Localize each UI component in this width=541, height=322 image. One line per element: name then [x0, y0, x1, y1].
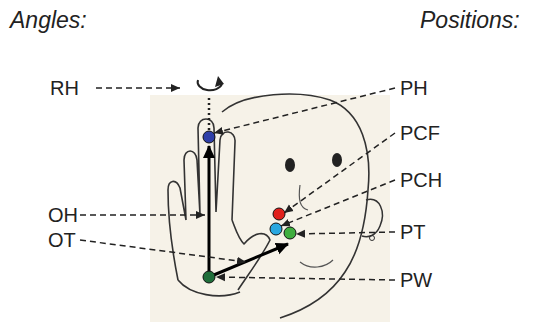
position-dot [273, 208, 285, 220]
section-heading: Positions: [420, 6, 520, 34]
leader-line [296, 232, 395, 234]
angle-label: OH [48, 203, 78, 227]
chin [300, 260, 333, 267]
axis-dotted [208, 96, 211, 130]
section-heading: Angles: [10, 6, 87, 34]
orientation-vector [209, 244, 288, 277]
leader-line [80, 240, 246, 262]
eye [332, 153, 342, 167]
angle-label: OT [48, 228, 76, 252]
position-label: PT [400, 220, 426, 244]
rotation-arrowhead [215, 76, 224, 87]
nose [299, 185, 308, 210]
sketch-background [150, 95, 390, 322]
position-label: PW [400, 268, 432, 292]
earring [370, 236, 375, 241]
leader-line [216, 277, 395, 280]
position-label: PH [400, 76, 428, 100]
position-dot [203, 271, 215, 283]
leader-line [214, 88, 395, 133]
ear [362, 199, 382, 236]
leader-line [96, 87, 180, 89]
position-dot [270, 223, 282, 235]
position-dot [203, 131, 215, 143]
eye [285, 158, 295, 172]
head-outline [222, 94, 369, 318]
position-dot [284, 227, 296, 239]
position-label: PCH [400, 168, 442, 192]
position-label: PCF [400, 121, 440, 145]
leader-line [281, 180, 395, 226]
leader-line [284, 133, 395, 213]
leader-line [80, 214, 205, 216]
hand-outline [168, 119, 270, 296]
angle-label: RH [50, 76, 79, 100]
